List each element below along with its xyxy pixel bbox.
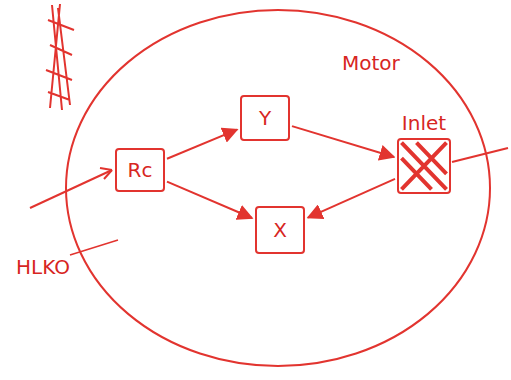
- flow-arrow: [167, 182, 252, 218]
- scribbled-out-word: [46, 4, 74, 110]
- box-label: Rc: [128, 159, 153, 181]
- output-line: [452, 148, 508, 162]
- input-arrowhead: [100, 168, 112, 179]
- box-label: Y: [259, 107, 271, 129]
- box-heading: Inlet: [400, 112, 448, 134]
- cross-out-mark: [399, 140, 449, 192]
- process-box: Rc: [115, 148, 165, 192]
- part-label: HLKO: [14, 256, 72, 278]
- box-label: X: [273, 219, 287, 241]
- leader-line: [70, 240, 118, 255]
- process-box: Y: [240, 95, 290, 141]
- crossed-out-box: Inlet: [397, 138, 451, 194]
- process-box: X: [255, 206, 305, 254]
- input-line: [30, 170, 112, 208]
- system-boundary: [66, 10, 490, 366]
- part-label: Motor: [340, 52, 402, 74]
- flow-arrow: [292, 126, 394, 157]
- flow-arrow: [308, 179, 395, 218]
- flow-arrow: [167, 130, 237, 159]
- cross-out-stroke: [402, 143, 447, 190]
